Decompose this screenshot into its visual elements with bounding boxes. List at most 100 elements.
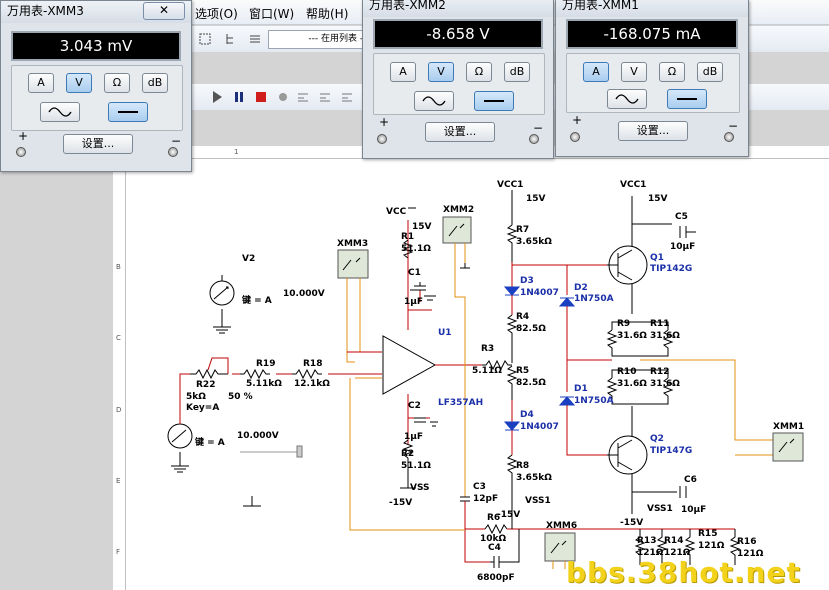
mode-v-button[interactable]: V (621, 62, 647, 82)
d3-label: D3 (520, 276, 534, 286)
c3-value: 12pF (473, 494, 499, 504)
r1-value: 51.1Ω (401, 244, 431, 254)
vcc1-label: VCC1 (497, 180, 524, 190)
vss1-15v: -15V (497, 510, 521, 520)
ac-button[interactable] (607, 89, 647, 109)
settings-button[interactable]: 设置... (63, 134, 133, 154)
vcc1-15v: 15V (526, 194, 546, 204)
xmm6-label: XMM6 (546, 521, 578, 531)
r13-value: 121Ω (637, 548, 664, 558)
mode-db-button[interactable]: dB (697, 62, 723, 82)
xmm2-label: XMM2 (443, 205, 475, 215)
mode-ohm-button[interactable]: Ω (659, 62, 685, 82)
plus-terminal-label: + (572, 113, 583, 127)
menu-window[interactable]: 窗口(W) (249, 7, 295, 21)
r15-label: R15 (698, 529, 718, 539)
mode-db-button[interactable]: dB (142, 73, 168, 93)
settings-button[interactable]: 设置... (425, 122, 495, 142)
v2-label: V2 (242, 254, 256, 264)
menu-options[interactable]: 选项(O) (195, 7, 238, 21)
minus-jack-icon[interactable] (529, 134, 539, 144)
c6-value: 10µF (681, 505, 707, 515)
r16-value: 121Ω (737, 549, 764, 559)
r18-label: R18 (303, 359, 323, 369)
r6-value: 10kΩ (480, 534, 507, 544)
r7-label: R7 (516, 225, 530, 235)
r13-label: R13 (637, 536, 657, 546)
r10-value: 31.6Ω (617, 379, 647, 389)
r12-label: R12 (650, 367, 670, 377)
multimeter-title[interactable]: 万用表-XMM1 (556, 0, 748, 17)
mode-panel: A V Ω dB (11, 65, 183, 131)
r9-value: 31.6Ω (617, 331, 647, 341)
minus-jack-icon[interactable] (168, 147, 178, 157)
mode-ohm-button[interactable]: Ω (104, 73, 130, 93)
meter-reading: -8.658 V (373, 19, 543, 49)
hierarchy-icon[interactable] (224, 32, 238, 46)
mode-v-button[interactable]: V (428, 62, 454, 82)
mode-a-button[interactable]: A (390, 62, 416, 82)
u1-label: U1 (438, 328, 452, 338)
c3-label: C3 (473, 482, 486, 492)
c1-value: 1µF (404, 297, 424, 307)
minus-jack-icon[interactable] (724, 132, 734, 142)
r5-label: R5 (516, 366, 530, 376)
plus-jack-icon[interactable] (377, 134, 387, 144)
vss1-b-15v: -15V (620, 518, 644, 528)
multimeter-xmm2-window[interactable]: 万用表-XMM2 -8.658 V A V Ω dB + − 设置... (362, 0, 554, 159)
mode-v-button[interactable]: V (66, 73, 92, 93)
component-icon[interactable] (198, 32, 212, 46)
ac-button[interactable] (40, 102, 80, 122)
r15-value: 121Ω (698, 541, 725, 551)
q2-label: Q2 (650, 434, 664, 444)
q1-label: Q1 (650, 253, 664, 263)
multimeter-title[interactable]: 万用表-XMM2 (363, 0, 553, 17)
mode-a-button[interactable]: A (583, 62, 609, 82)
d3-part: 1N4007 (520, 288, 559, 298)
r14-value: 121Ω (664, 548, 691, 558)
ac-wave-icon (422, 96, 446, 106)
settings-button[interactable]: 设置... (618, 121, 688, 141)
c5-label: C5 (675, 212, 688, 222)
multimeter-xmm3-window[interactable]: 万用表-XMM3 ✕ 3.043 mV A V Ω dB + − 设置... (0, 0, 192, 172)
stop-icon[interactable] (254, 90, 268, 104)
d2-label: D2 (574, 283, 588, 293)
u1-part: LF357AH (438, 398, 484, 408)
step-icon[interactable] (296, 90, 310, 104)
vss-label: VSS (410, 483, 430, 493)
plus-jack-icon[interactable] (16, 147, 26, 157)
ruler-label: E (116, 477, 121, 485)
d1-part: 1N750A (574, 396, 614, 406)
v2-value: 10.000V (283, 289, 325, 299)
vss1-b-label: VSS1 (647, 504, 673, 514)
dc-button[interactable] (108, 102, 148, 122)
dc-line-icon (677, 98, 697, 100)
multimeter-xmm1-window[interactable]: 万用表-XMM1 -168.075 mA A V Ω dB + − 设置... (555, 0, 749, 157)
dc-line-icon (484, 100, 504, 102)
record-icon[interactable] (276, 90, 290, 104)
pause-icon[interactable] (232, 90, 246, 104)
menu-help[interactable]: 帮助(H) (306, 7, 349, 21)
ac-wave-icon (615, 94, 639, 104)
mode-a-button[interactable]: A (28, 73, 54, 93)
dc-button[interactable] (474, 91, 514, 111)
ruler-label: B (116, 263, 121, 271)
c1-label: C1 (408, 268, 421, 278)
close-button[interactable]: ✕ (143, 2, 185, 20)
dc-button[interactable] (667, 89, 707, 109)
r19-label: R19 (256, 359, 276, 369)
ac-button[interactable] (414, 91, 454, 111)
mode-ohm-button[interactable]: Ω (466, 62, 492, 82)
mode-db-button[interactable]: dB (504, 62, 530, 82)
plus-terminal-label: + (18, 129, 29, 143)
probe-icon[interactable] (318, 90, 332, 104)
plus-terminal-label: + (379, 115, 390, 129)
xmm1-label: XMM1 (773, 422, 805, 432)
r11-label: R11 (650, 319, 670, 329)
play-icon[interactable] (210, 90, 224, 104)
ruler-label: D (116, 406, 122, 414)
list-icon[interactable] (248, 32, 262, 46)
step-back-icon[interactable] (340, 90, 354, 104)
plus-jack-icon[interactable] (570, 132, 580, 142)
